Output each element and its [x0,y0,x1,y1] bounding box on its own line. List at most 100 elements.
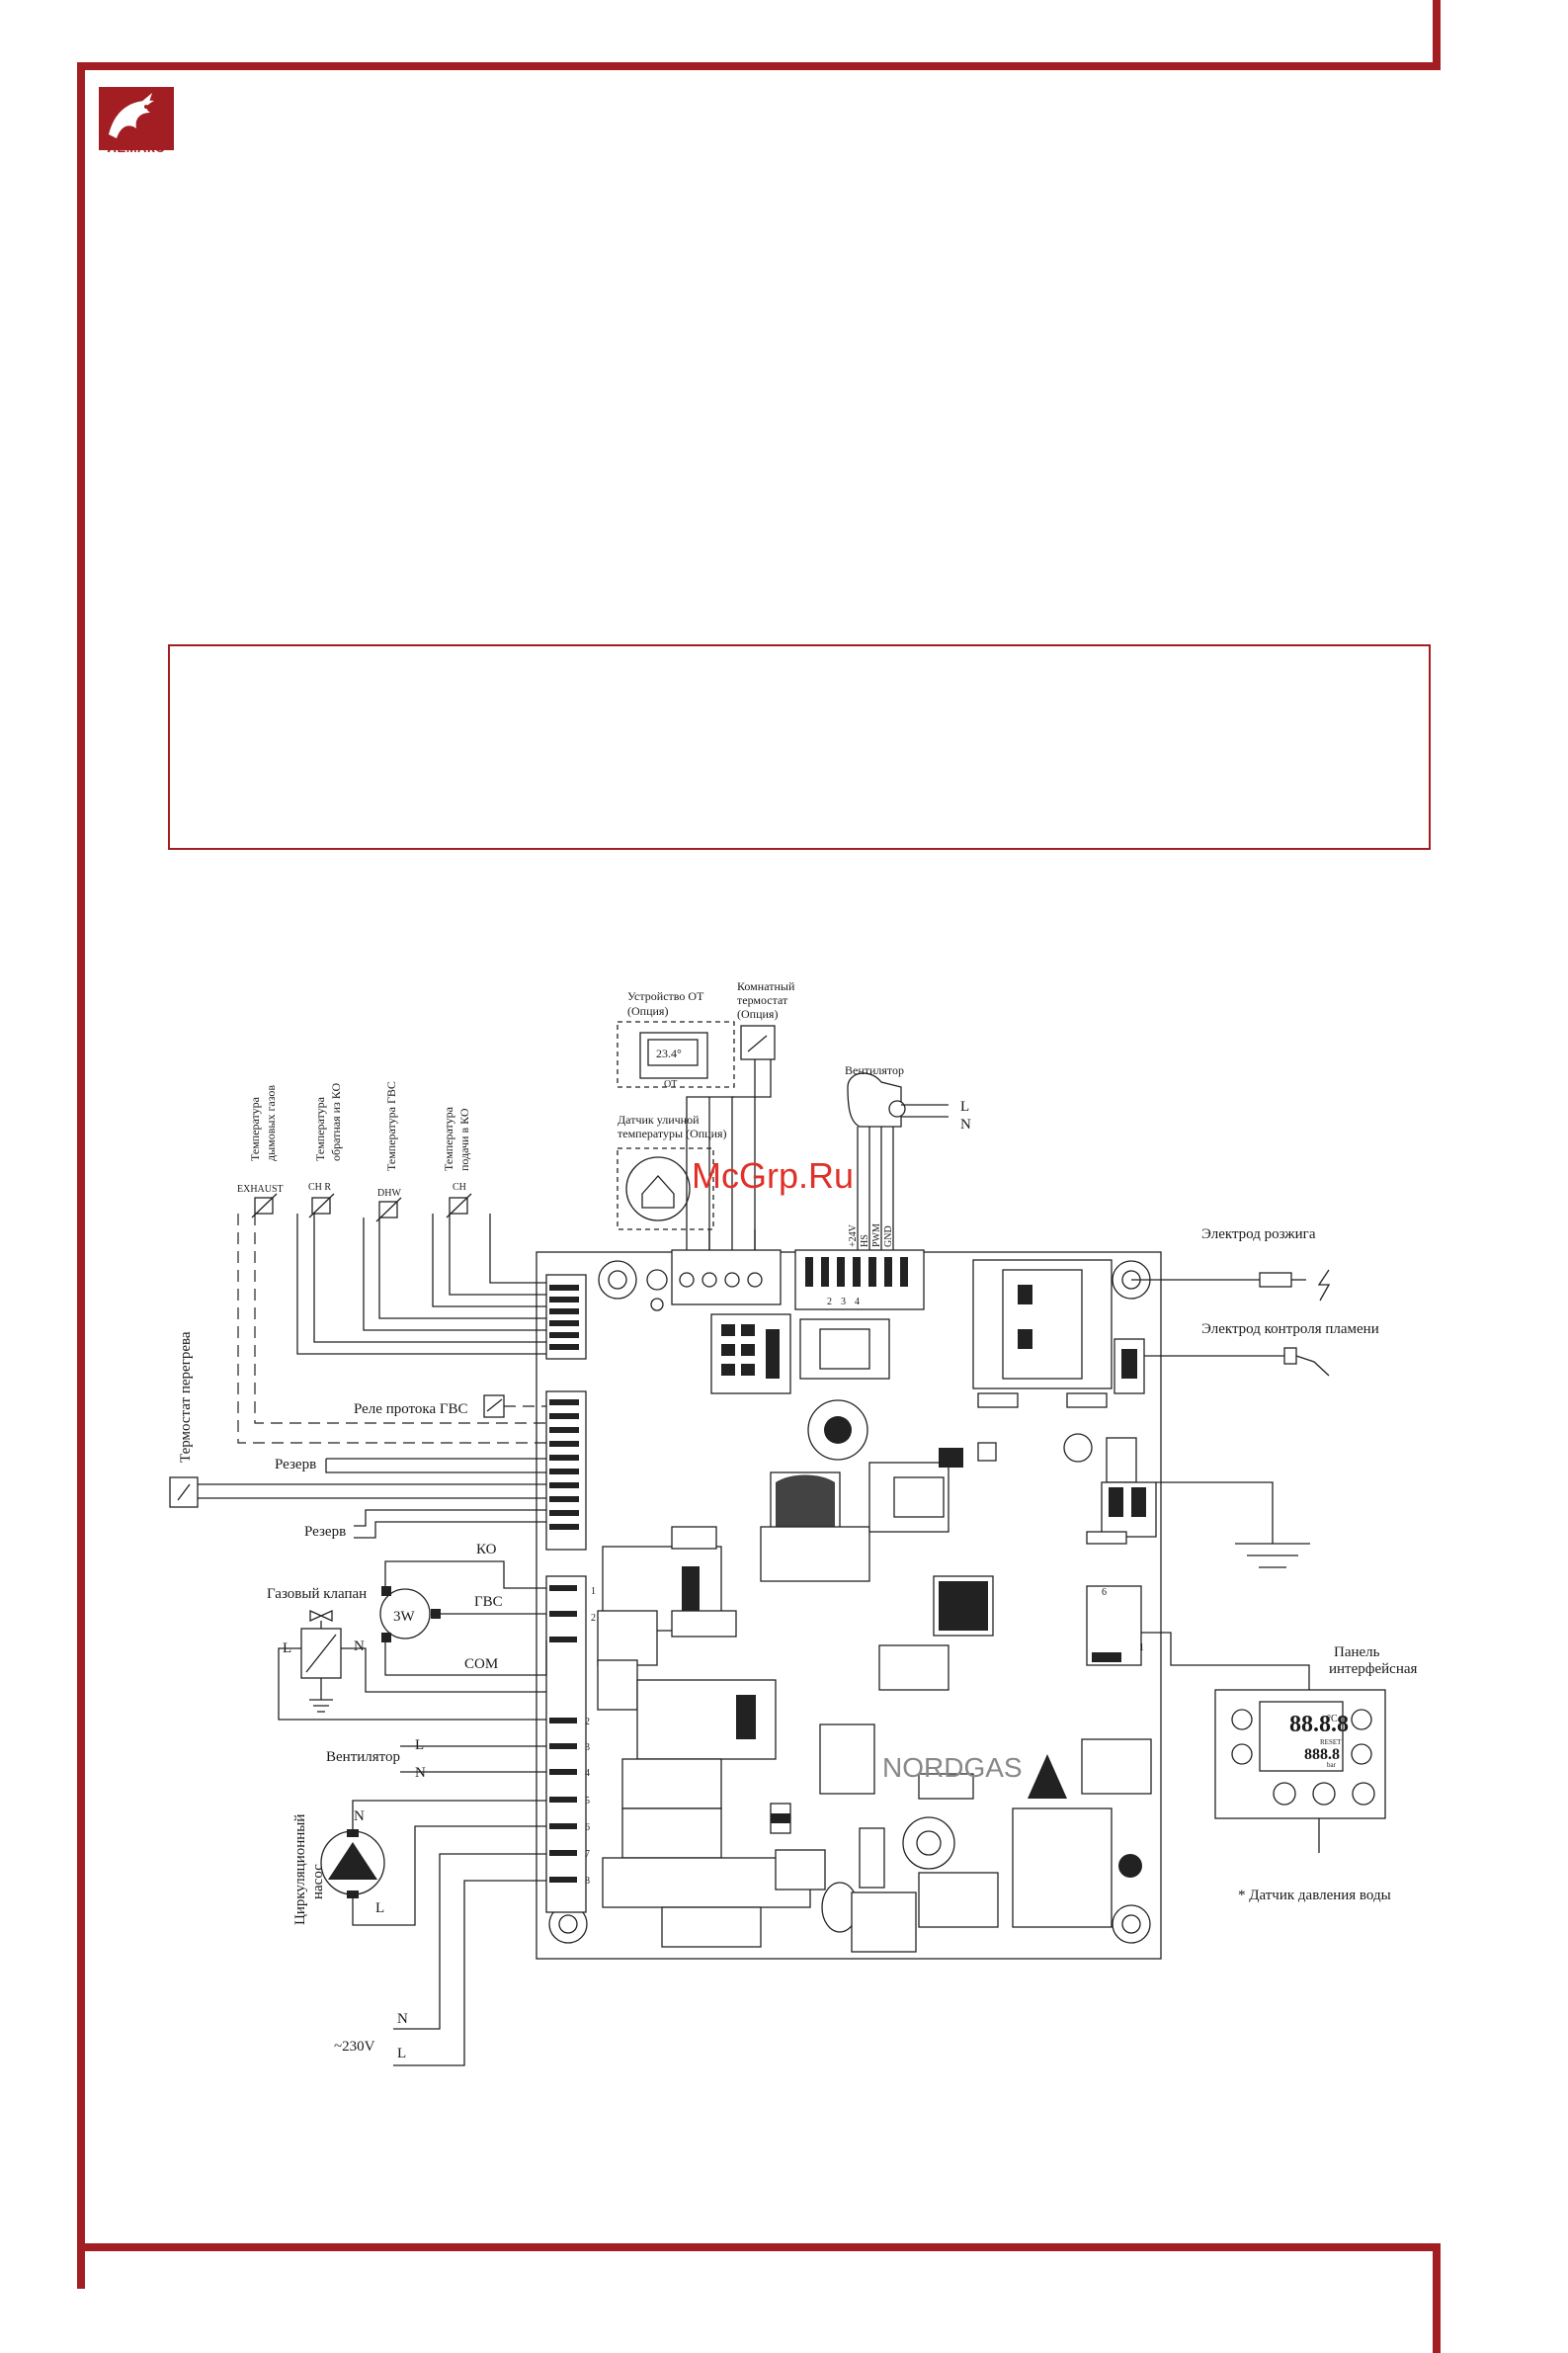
gas-valve-label: Газовый клапан [267,1586,367,1602]
gvs-label: ГВС [474,1594,503,1610]
svg-text:CH: CH [453,1182,466,1193]
sensor-ch-supply-label-2: подачи в КО [457,1108,471,1171]
pressure-sensor-label: * Датчик давления воды [1238,1888,1391,1903]
sensor-exhaust-label-2: дымовых газов [264,1085,278,1161]
sensor-ch-supply [446,1193,472,1219]
left-connector-middle [545,1390,587,1551]
pin-8: 8 [585,1876,590,1887]
circulation-pump [320,1829,385,1898]
ground-icon [1235,1543,1310,1568]
svg-text:+24V: +24V [848,1223,859,1247]
svg-text:L: L [397,2046,406,2061]
outdoor-sensor [617,1147,714,1230]
svg-text:°C: °C [1327,1714,1338,1724]
pin-1: 1 [591,1586,596,1597]
frame-right-top [1433,0,1441,70]
fan-left-label: Вентилятор [326,1749,400,1765]
frame-bottom [77,2243,1441,2251]
svg-text:GND: GND [883,1225,894,1247]
pin-5: 5 [585,1796,590,1807]
outdoor-sensor-label-2: температуры (Опция) [618,1127,727,1140]
svg-text:RESET: RESET [1320,1738,1342,1746]
valve-3w-label: 3W [393,1609,416,1625]
outdoor-sensor-label-1: Датчик уличной [618,1113,700,1127]
gas-valve [300,1609,342,1713]
fan-top-label: Вентилятор [845,1063,904,1077]
pin-4: 4 [585,1768,590,1779]
watermark: McGrp.Ru [692,1155,854,1196]
panel-button-1[interactable] [1231,1709,1253,1730]
pin-6: 6 [585,1822,590,1833]
svg-text:EXHAUST: EXHAUST [237,1184,284,1195]
panel-button-7[interactable] [1352,1782,1375,1806]
reserve-1-label: Резерв [275,1457,316,1472]
reserve-2-label: Резерв [304,1524,346,1540]
pin-2b: 2 [585,1717,590,1727]
room-thermostat-label-1: Комнатный [737,979,795,993]
panel-label-2: интерфейсная [1329,1661,1418,1677]
sensor-ch-return [308,1193,335,1219]
overheat-label: Термостат перегрева [178,1331,194,1463]
fan-pin-3: 3 [841,1297,846,1307]
pin-3: 3 [585,1742,590,1753]
ignition-electrode [1259,1272,1292,1288]
svg-text:L: L [375,1900,384,1916]
svg-text:N: N [354,1808,365,1824]
top-connector-fan [794,1249,925,1310]
panel-button-6[interactable] [1312,1782,1336,1806]
three-way-valve [379,1586,441,1642]
pin-7: 7 [585,1849,590,1860]
board-brand: NORDGAS [882,1752,1023,1783]
ot-screen: 23.4° [656,1047,682,1060]
sensor-exhaust [251,1193,278,1219]
panel-label-1: Панель [1334,1644,1380,1660]
relay-pump [636,1679,777,1760]
panel-display-small: 888.8 [1304,1746,1340,1763]
brand-name: ЛЕМАКС [107,140,166,155]
fan-top-icon [847,1072,906,1128]
svg-text:6: 6 [1102,1587,1107,1598]
svg-text:N: N [415,1765,426,1781]
frame-right-bottom [1433,2243,1441,2353]
svg-text:DHW: DHW [377,1188,401,1199]
room-thermostat-label-2: термостат [737,993,788,1007]
ot-device-label-1: Устройство ОТ [627,989,704,1003]
svg-text:L: L [960,1099,969,1115]
frame-top [77,62,1441,70]
sensor-dhw-label: Температура ГВС [384,1081,398,1171]
sensor-dhw [375,1197,402,1222]
panel-button-4[interactable] [1351,1743,1372,1765]
svg-text:PWM: PWM [871,1223,882,1247]
frame-left [77,62,85,2289]
fan-pin-2: 2 [827,1297,832,1307]
ot-device-label-2: (Опция) [627,1004,668,1018]
brand-logo-icon [99,87,174,150]
dhw-relay-label: Реле протока ГВС [354,1401,468,1417]
flame-electrode-label: Электрод контроля пламени [1201,1321,1379,1337]
sensor-exhaust-label-1: Температура [248,1096,262,1161]
sensor-ch-return-label-2: обратная из КО [329,1083,343,1162]
com-label: COM [464,1656,498,1672]
pump-label-1: Циркуляционный [292,1814,308,1925]
room-thermostat-label-3: (Опция) [737,1007,778,1021]
svg-text:bar: bar [1327,1761,1337,1769]
flame-electrode [1283,1347,1297,1365]
ot-device: 23.4° OT [617,1021,735,1090]
panel-button-5[interactable] [1273,1782,1296,1806]
sensor-ch-return-label-1: Температура [313,1096,327,1161]
mains-label: ~230V [334,2039,375,2055]
svg-text:1: 1 [1139,1642,1144,1653]
sensor-ch-supply-label-1: Температура [442,1106,455,1171]
svg-text:CH R: CH R [308,1182,331,1193]
svg-text:N: N [960,1117,971,1133]
left-connector-upper [545,1274,587,1360]
svg-text:L: L [415,1737,424,1753]
panel-button-2[interactable] [1231,1743,1253,1765]
fan-pin-4: 4 [855,1297,860,1307]
interface-panel: 88.8.8 °C 888.8 RESET bar [1214,1689,1386,1819]
panel-button-3[interactable] [1351,1709,1372,1730]
pin-2: 2 [591,1613,596,1624]
notice-box [168,644,1431,850]
top-connector-ot [671,1249,782,1305]
